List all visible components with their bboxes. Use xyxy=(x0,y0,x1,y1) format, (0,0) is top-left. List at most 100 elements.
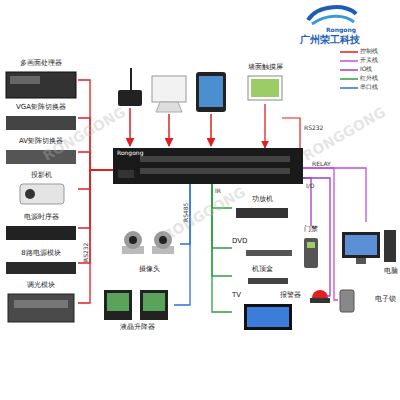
device-node: 多画面处理器 xyxy=(4,60,78,100)
control-arrows xyxy=(130,108,300,148)
legend-line-sample xyxy=(340,68,358,72)
device-node: 调光模块 xyxy=(4,282,78,324)
logo-swoosh xyxy=(312,16,354,24)
signal-name: I/O xyxy=(306,182,315,189)
wireless-receiver xyxy=(130,68,132,90)
signal-wire xyxy=(264,104,265,148)
signal-wire xyxy=(174,184,190,305)
ipad xyxy=(199,76,223,107)
device-label: 门禁 xyxy=(304,226,318,234)
control-host xyxy=(113,148,303,184)
legend-line-sample xyxy=(340,59,358,63)
device-label: 液晶升降器 xyxy=(120,324,155,332)
tablet-stand xyxy=(152,76,186,102)
legend-line xyxy=(340,87,358,89)
tablet-stand xyxy=(152,76,186,112)
legend-text: 控制线 xyxy=(360,47,378,56)
rack-devices xyxy=(6,116,76,130)
device-label: 摄像头 xyxy=(139,266,160,274)
legend-text: 红外线 xyxy=(360,74,378,83)
logo-text: Rongong xyxy=(326,26,356,33)
signal-wire xyxy=(78,170,113,228)
av-devices xyxy=(246,250,292,256)
device-node: 投影机 xyxy=(4,172,78,206)
legend-row: 红外线 xyxy=(340,74,378,83)
av-devices xyxy=(236,208,288,218)
lcd-lifters xyxy=(140,290,168,320)
av-devices xyxy=(244,304,292,330)
wireless-receiver xyxy=(118,90,142,106)
legend-row: 开关线 xyxy=(340,56,378,65)
ipad xyxy=(196,72,226,112)
control-arrows xyxy=(210,114,212,146)
device-node: 电源时序器 xyxy=(4,214,78,242)
signal-wire xyxy=(78,152,113,170)
av-devices xyxy=(248,278,288,284)
security-devices xyxy=(307,242,315,248)
control-arrows xyxy=(129,108,131,146)
legend-row: 控制线 xyxy=(340,47,378,56)
device-node: DVD xyxy=(232,238,294,258)
device-label: 调光模块 xyxy=(27,282,55,290)
signal-name: IR xyxy=(215,187,221,194)
device-node: 报警器 xyxy=(280,286,326,306)
touch-screen xyxy=(251,79,279,97)
pc-devices xyxy=(384,230,396,262)
control-arrows xyxy=(168,114,170,146)
legend-text: 开关线 xyxy=(360,56,378,65)
legend-text: 串口线 xyxy=(360,83,378,92)
lcd-lifters xyxy=(104,290,168,320)
tablet-stand xyxy=(156,102,182,112)
device-label: 电脑 xyxy=(384,268,398,276)
device-node: 8路电源模块 xyxy=(4,250,78,276)
rack-devices xyxy=(8,294,74,322)
control-host xyxy=(118,170,134,178)
signal-name: RS232 xyxy=(82,243,89,262)
pc-devices xyxy=(340,290,354,312)
av-devices xyxy=(247,307,289,327)
signal-wire xyxy=(78,170,113,189)
device-node: 机顶盒 xyxy=(232,266,292,286)
device-node: 液晶升降器 xyxy=(100,286,174,332)
cameras xyxy=(124,231,142,249)
logo-text: 广州荣工科技 xyxy=(300,33,360,47)
device-label: 8路电源模块 xyxy=(21,250,60,258)
device-node: VGA矩阵切换器 xyxy=(4,104,78,132)
device-node: 电子锁 xyxy=(338,286,396,314)
rack-devices xyxy=(6,72,76,98)
device-label: 机顶盒 xyxy=(252,266,273,274)
control-host: Rongong xyxy=(113,148,303,184)
lcd-lifters xyxy=(107,293,129,311)
lcd-lifters xyxy=(104,290,132,320)
device-node: 电脑 xyxy=(338,222,398,276)
security-devices xyxy=(304,238,330,303)
rack-devices xyxy=(6,226,76,240)
signal-wire xyxy=(303,168,338,300)
cameras xyxy=(129,236,137,244)
legend-line-sample xyxy=(340,50,358,54)
device-label: 报警器 xyxy=(280,292,301,300)
device-label: VGA矩阵切换器 xyxy=(16,104,66,112)
device-label: TV xyxy=(232,292,241,300)
signal-wire xyxy=(78,170,113,263)
control-host xyxy=(113,148,303,184)
legend-line xyxy=(340,51,358,53)
device-label: Rongong xyxy=(117,150,143,157)
rack-devices xyxy=(25,189,35,199)
control-host xyxy=(140,156,290,162)
legend-row: 串口线 xyxy=(340,83,378,92)
device-node: 门禁 xyxy=(296,226,326,270)
signal-name: RELAY xyxy=(312,160,331,167)
device-label: 功放机 xyxy=(252,196,273,204)
pc-devices xyxy=(345,235,377,255)
security-devices xyxy=(312,290,328,298)
control-host xyxy=(140,168,290,174)
touch-screen xyxy=(248,76,282,100)
pc-devices xyxy=(342,232,380,258)
device-label: 墙面触摸屏 xyxy=(248,64,283,72)
ipad xyxy=(196,72,226,112)
security-devices xyxy=(304,238,318,268)
wireless-receiver xyxy=(118,68,142,106)
